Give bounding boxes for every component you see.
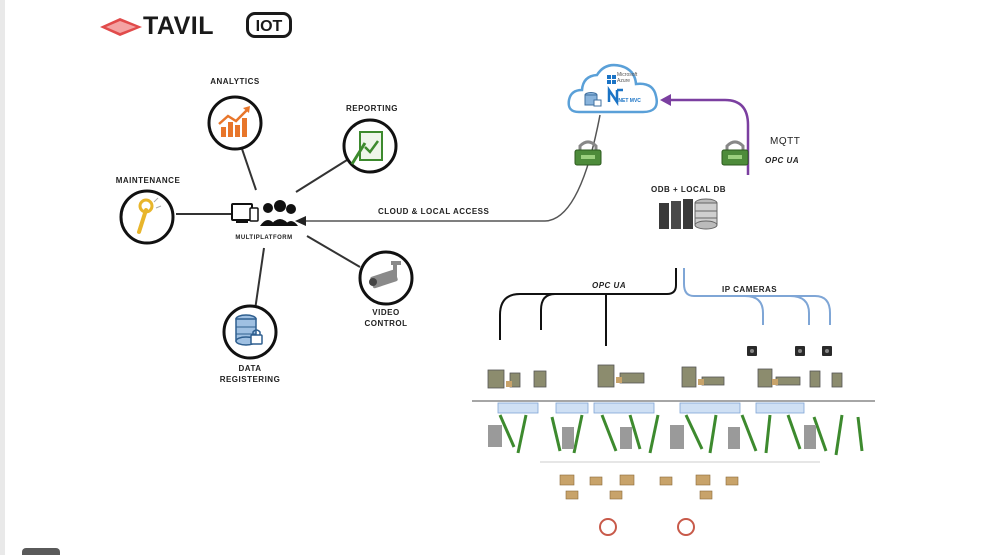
padlock-icon-right [721,140,749,166]
protocol-opcua-bottom: OPC UA [592,281,627,290]
brand-name: TAVIL [143,12,215,40]
ip-camera-icon-2 [795,346,805,356]
cam-branch-3 [790,295,831,325]
report-pen-icon[interactable] [341,117,399,175]
hub-label: MULTIPLATFORM [235,235,293,241]
purple-arrowhead [660,94,671,106]
spoke-data [254,247,265,311]
cam-branch-2 [745,295,810,325]
database-lock-icon[interactable] [221,303,279,361]
data-label-line1: DATA [238,364,262,373]
purple-link [668,98,750,175]
protocol-mqtt: MQTT [770,136,801,147]
video-control-tab[interactable] [22,548,60,555]
wrench-icon[interactable] [118,188,176,246]
data-label-line2: REGISTERING [219,375,281,384]
security-camera-icon[interactable] [357,249,415,307]
opc-tree-main [499,268,677,340]
access-line [302,114,601,222]
cloud-provider-line2: Azure [617,78,631,84]
maintenance-label: MAINTENANCE [115,176,181,185]
brand-badge: IOT [246,12,292,38]
access-arrowhead [295,216,306,226]
plant-floor-machinery [487,364,864,536]
opc-branch-2 [540,293,556,330]
spoke-reporting [295,159,348,193]
cam-branch-1 [683,268,764,325]
video-label-line1: VIDEO [372,308,400,317]
multiplatform-devices-icon[interactable] [230,196,300,234]
ip-camera-icon-3 [822,346,832,356]
server-rack-icon [659,198,718,230]
protocol-opcua-top: OPC UA [765,156,800,165]
spoke-video [306,235,361,268]
cloud-provider-line1: Microsoft [617,72,638,78]
tavil-logo-icon [100,18,142,36]
padlock-icon-left [574,140,602,166]
spoke-analytics [239,142,257,191]
ip-cameras-label: IP CAMERAS [722,285,778,294]
analytics-chart-icon[interactable] [206,94,264,152]
ip-camera-icon-1 [747,346,757,356]
analytics-label: ANALYTICS [210,77,260,86]
azure-cloud-icon[interactable] [565,58,665,118]
reporting-label: REPORTING [345,104,399,113]
access-label: CLOUD & LOCAL ACCESS [378,207,490,216]
local-db-label: ODB + LOCAL DB [651,185,727,194]
video-label-line2: CONTROL [364,319,408,328]
left-edge-strip [0,0,5,555]
cloud-framework: .NET MVC [617,98,641,104]
